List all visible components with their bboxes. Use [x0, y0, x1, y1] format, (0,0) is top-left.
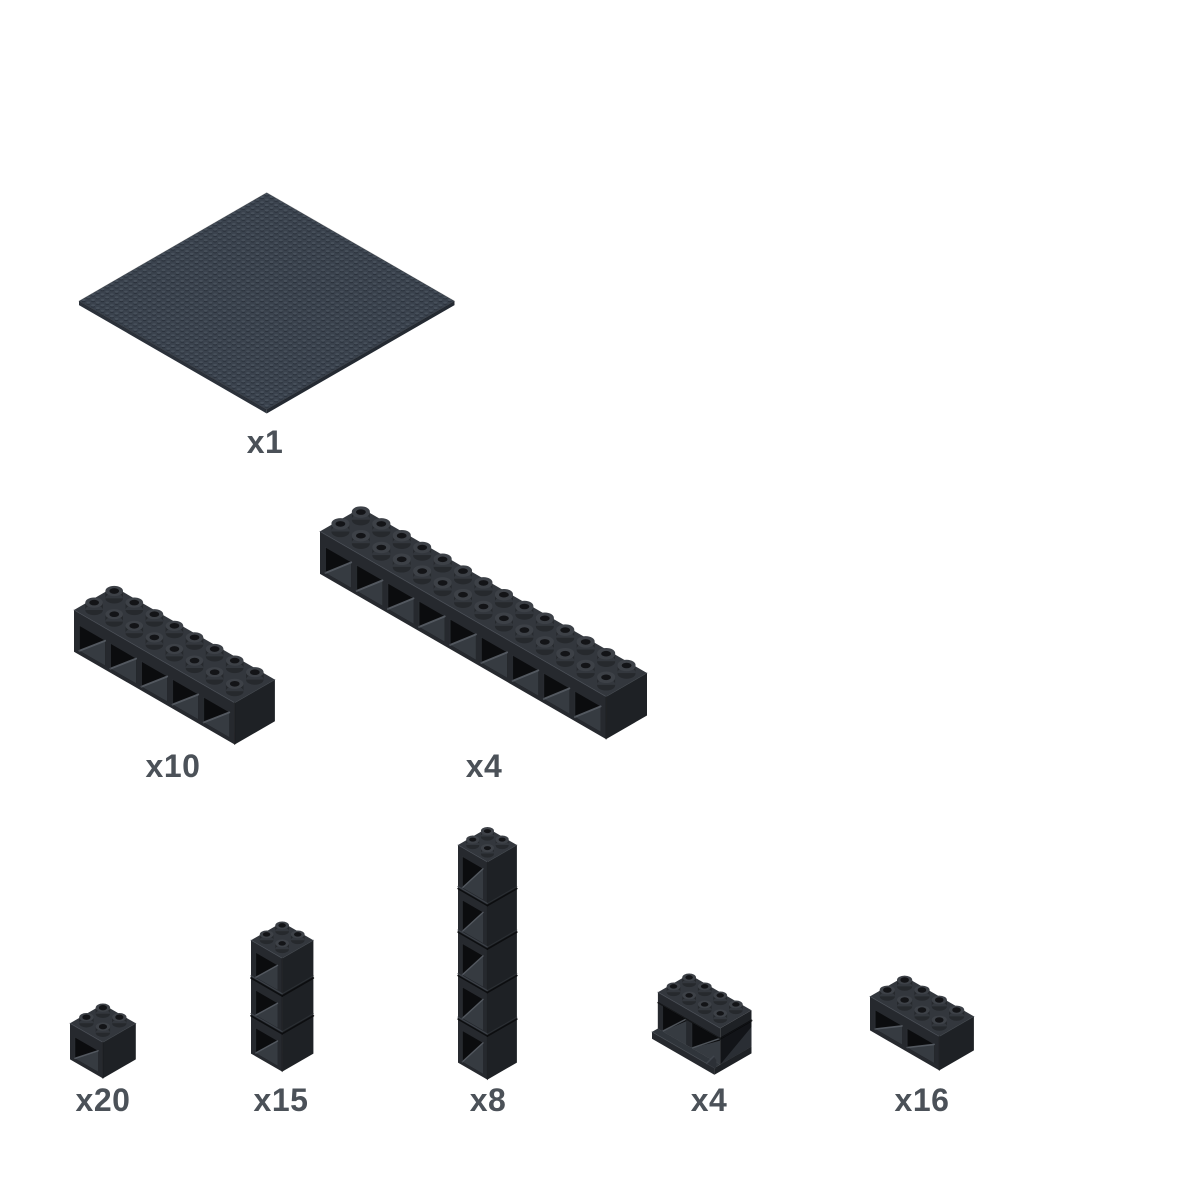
beam-8-illustration	[70, 578, 280, 750]
cube-illustration	[66, 996, 141, 1084]
part-count-label: x4	[465, 748, 503, 784]
part-count-label: x8	[469, 1082, 507, 1118]
baseplate-illustration	[75, 186, 460, 419]
part-count-label: x1	[246, 424, 284, 460]
column-5-illustration	[454, 820, 522, 1085]
channel-illustration	[648, 966, 764, 1080]
part-count-label: x10	[145, 748, 201, 784]
column-3-illustration	[247, 914, 319, 1077]
beam-14-illustration	[316, 499, 653, 745]
part-count-label: x4	[690, 1082, 728, 1118]
box-illustration	[866, 968, 979, 1076]
part-count-label: x15	[253, 1082, 309, 1118]
part-count-label: x16	[894, 1082, 950, 1118]
part-count-label: x20	[75, 1082, 131, 1118]
